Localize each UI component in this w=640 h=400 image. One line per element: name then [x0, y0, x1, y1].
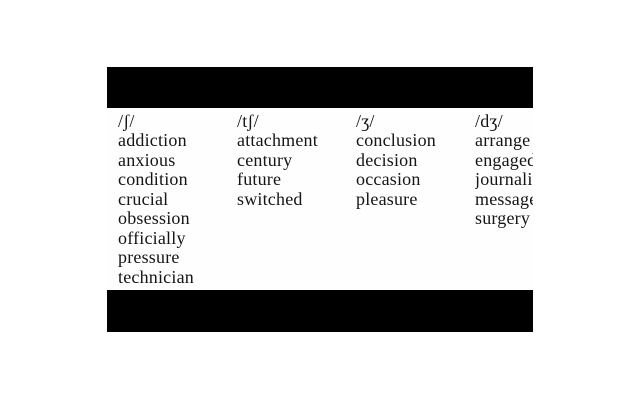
ipa-symbol-sh: /ʃ/: [118, 111, 135, 131]
word: conclusion: [356, 131, 436, 150]
pronunciation-table: /ʃ/ addiction anxious condition crucial …: [107, 108, 533, 290]
ipa-symbol-dzh: /dʒ/: [475, 111, 503, 131]
sound-column-dzh: /dʒ/ arrange engaged journali message su…: [475, 111, 533, 290]
word: surgery: [475, 209, 531, 228]
word: obsession: [118, 209, 190, 228]
word: attachment: [237, 131, 318, 150]
word: arrange: [475, 131, 531, 150]
word: switched: [237, 189, 303, 209]
word: engaged: [475, 150, 533, 170]
word: message: [475, 189, 533, 209]
ipa-symbol-zh: /ʒ/: [356, 111, 375, 131]
word: journali: [475, 170, 533, 189]
word: pleasure: [356, 189, 418, 209]
word: decision: [356, 150, 418, 170]
word: crucial: [118, 189, 169, 209]
sound-column-tsh: /tʃ/ attachment century future switched: [237, 111, 356, 290]
slide-frame: /ʃ/ addiction anxious condition crucial …: [107, 67, 533, 332]
bottom-black-bar: [107, 290, 533, 332]
word: condition: [118, 170, 188, 189]
word: century: [237, 150, 293, 170]
word: occasion: [356, 170, 421, 189]
word: addiction: [118, 131, 187, 150]
ipa-symbol-tsh: /tʃ/: [237, 111, 259, 131]
word: anxious: [118, 150, 176, 170]
word: technician: [118, 267, 194, 287]
sound-column-zh: /ʒ/ conclusion decision occasion pleasur…: [356, 111, 475, 290]
word: future: [237, 170, 282, 189]
sound-column-sh: /ʃ/ addiction anxious condition crucial …: [118, 111, 237, 290]
word: pressure: [118, 248, 180, 267]
word: officially: [118, 228, 186, 248]
top-black-bar: [107, 67, 533, 108]
